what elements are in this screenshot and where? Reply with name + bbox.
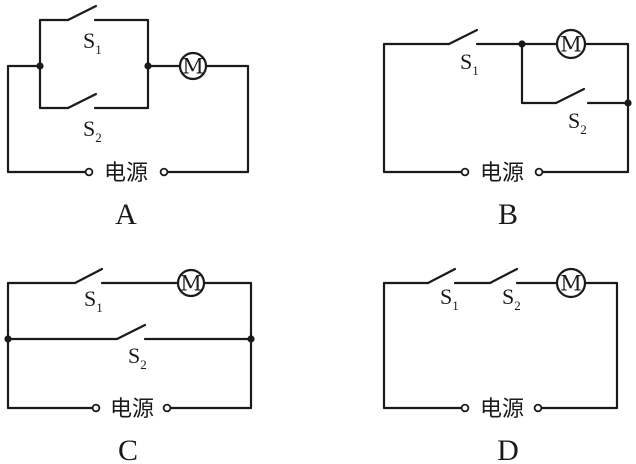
circuit-a-junction-right <box>144 62 152 70</box>
circuit-c-switch-1-lever <box>73 267 104 285</box>
circuit-d-switch-2-lever <box>488 267 519 285</box>
circuit-b-switch-2-label: S2 <box>568 108 587 137</box>
circuit-d-switch-1-lever <box>426 267 457 285</box>
circuit-a-wires <box>6 18 250 174</box>
circuit-b-motor-label: M <box>560 33 582 57</box>
circuit-c-power-label: 电源 <box>110 397 154 422</box>
circuit-a-switch-1-label: S1 <box>83 28 102 57</box>
circuit-c-motor-label: M <box>180 272 202 296</box>
circuit-d: M S1 S2 电源 D <box>382 267 619 464</box>
circuit-c-power-terminal-right <box>162 403 172 413</box>
circuit-c-power-terminal-left <box>91 403 101 413</box>
option-label-c: C <box>118 434 138 464</box>
circuit-b-wires <box>382 42 630 174</box>
circuit-a-power-terminal-right <box>159 167 169 177</box>
circuit-c-junction-right <box>247 335 255 343</box>
circuit-a-motor-label: M <box>182 55 204 79</box>
circuit-b-junction-top <box>518 40 526 48</box>
circuit-c-switch-2-label: S2 <box>128 343 147 372</box>
circuit-d-motor-label: M <box>560 272 582 296</box>
option-label-b: B <box>498 198 518 231</box>
circuit-a-switch-2-label: S2 <box>83 116 102 145</box>
circuit-d-power-terminal-left <box>460 403 470 413</box>
circuit-c-motor-icon <box>176 268 206 298</box>
option-label-a: A <box>115 198 137 231</box>
circuit-c-wires <box>6 281 253 410</box>
circuit-a-power-label: 电源 <box>104 161 148 186</box>
circuit-b-power-label: 电源 <box>480 161 524 186</box>
circuit-a-switch-1-lever <box>66 4 98 22</box>
circuit-a-junction-left <box>36 62 44 70</box>
circuit-d-switch-2-label: S2 <box>502 284 521 313</box>
circuit-d-power-terminal-right <box>533 403 543 413</box>
circuit-a-switch-2-lever <box>66 92 98 110</box>
circuit-b-power-terminal-left <box>460 167 470 177</box>
option-label-d: D <box>497 434 519 464</box>
circuit-d-power-label: 电源 <box>480 397 524 422</box>
circuit-b-switch-1-lever <box>447 28 479 46</box>
circuit-b-junction-right <box>624 99 632 107</box>
circuit-c-switch-1-label: S1 <box>84 286 103 315</box>
circuit-c: M S1 S2 电源 C <box>4 267 255 464</box>
circuit-d-wires <box>382 281 619 410</box>
circuit-c-switch-2-lever <box>115 323 147 341</box>
circuit-c-junction-left <box>4 335 12 343</box>
circuit-b-switch-1-label: S1 <box>460 49 479 78</box>
circuit-d-switch-1-label: S1 <box>440 284 459 313</box>
circuit-b-motor-icon <box>555 28 587 60</box>
circuit-d-motor-icon <box>555 267 587 299</box>
circuit-b-power-terminal-right <box>534 167 544 177</box>
circuit-a-motor-icon <box>178 51 208 81</box>
circuit-a: M S1 S2 电源 A <box>6 4 250 231</box>
circuit-b: M S1 S2 电源 B <box>382 28 632 231</box>
circuit-b-switch-2-lever <box>554 87 586 105</box>
circuit-a-power-terminal-left <box>84 167 94 177</box>
